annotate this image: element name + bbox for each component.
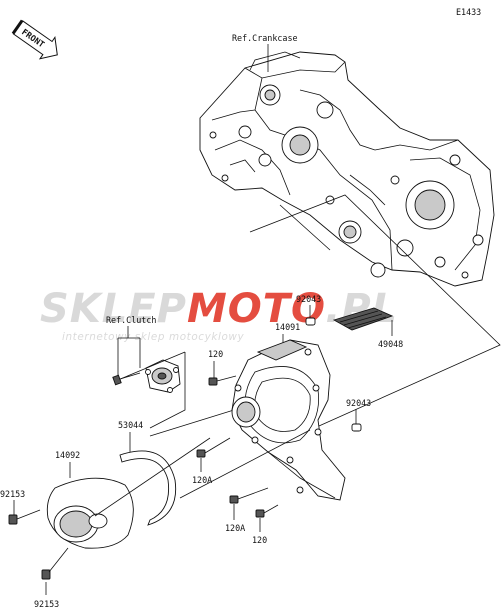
bolt-92153-top [8, 509, 41, 525]
front-arrow-icon: FRONT [11, 19, 58, 60]
watermark-tagline: internetowy sklep motocyklowy [62, 331, 245, 343]
outer-cover-14092 [46, 477, 134, 549]
label-92153-bottom: 92153 [34, 599, 59, 609]
label-ref-crankcase: Ref.Crankcase [232, 33, 298, 43]
bolt-120-bottom [255, 504, 279, 518]
clutch-bolt [112, 372, 141, 386]
label-92153-top: 92153 [0, 489, 25, 499]
bolt-120A-bottom [229, 487, 269, 504]
clutch-hub [117, 351, 186, 429]
label-92043-top: 92043 [296, 294, 321, 304]
crankcase-assembly [199, 51, 495, 287]
label-92043-right: 92043 [346, 398, 371, 408]
plate-49048 [332, 307, 394, 331]
dowel-92043-top [305, 317, 316, 326]
gasket-53044 [119, 450, 177, 526]
bolt-92153-bottom [41, 547, 69, 580]
label-ref-clutch: Ref.Clutch [106, 315, 156, 325]
label-120-top: 120 [208, 349, 223, 359]
inner-cover-14091 [231, 339, 346, 501]
watermark: SKLEPMOTO.PL internetowy sklep motocyklo… [40, 286, 398, 343]
label-120A-bottom: 120A [225, 523, 245, 533]
label-49048: 49048 [378, 339, 403, 349]
label-14091: 14091 [275, 322, 300, 332]
label-53044: 53044 [118, 420, 143, 430]
bolt-120A-left [196, 437, 231, 458]
label-120-bottom: 120 [252, 535, 267, 545]
dowel-92043-right [351, 423, 362, 432]
watermark-brand: SKLEPMOTO.PL [40, 286, 398, 332]
diagram-code: E1433 [456, 7, 481, 17]
label-120A-left: 120A [192, 475, 212, 485]
bolt-120-top [208, 375, 237, 386]
label-14092: 14092 [55, 450, 80, 460]
